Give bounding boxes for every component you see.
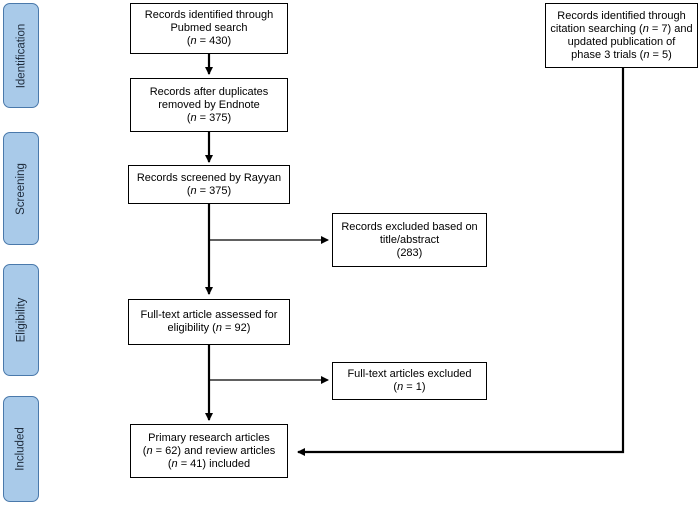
stage-identification-label: Identification	[15, 23, 28, 88]
excluded-title-count: (283)	[396, 246, 423, 259]
after-duplicates-count: (n = 375)	[186, 111, 232, 124]
box-excluded-title: Records excluded based on title/abstract…	[332, 213, 487, 267]
included-articles-line2: (n = 62) and review articles	[142, 444, 276, 457]
citation-search-line1: Records identified through	[557, 9, 686, 22]
identified-pubmed-count: (n = 430)	[186, 35, 232, 47]
box-after-duplicates: Records after duplicates removed by Endn…	[130, 78, 288, 132]
included-articles-line1: Primary research articles	[148, 431, 270, 444]
excluded-title-line1: Records excluded based on	[341, 220, 478, 233]
fulltext-assessed-line2: eligibility (n = 92)	[167, 322, 251, 334]
citation-search-line4: phase 3 trials (n = 5)	[571, 48, 672, 61]
box-fulltext-excluded: Full-text articles excluded (n = 1)	[332, 362, 487, 400]
box-citation-search: Records identified through citation sear…	[545, 3, 698, 68]
fulltext-assessed-line1: Full-text article assessed for	[140, 309, 278, 321]
stage-identification: Identification	[3, 3, 39, 108]
stage-eligibility: Eligibility	[3, 264, 39, 376]
stage-screening-label: Screening	[15, 162, 28, 215]
screened-count: (n = 375)	[186, 184, 232, 197]
fulltext-excluded-count: (n = 1)	[393, 381, 426, 393]
identified-pubmed-text: Records identified through Pubmed search	[144, 9, 274, 34]
stage-included: Included	[3, 396, 39, 502]
stage-screening: Screening	[3, 132, 39, 245]
excluded-title-line2: title/abstract	[379, 233, 440, 246]
after-duplicates-line1: Records after duplicates	[149, 85, 269, 98]
citation-search-line2: citation searching (n = 7) and	[550, 22, 693, 35]
screened-text: Records screened by Rayyan	[136, 171, 282, 184]
stage-included-label: Included	[15, 427, 28, 471]
box-identified-pubmed: Records identified through Pubmed search…	[130, 3, 288, 54]
box-included-articles: Primary research articles (n = 62) and r…	[130, 424, 288, 478]
box-screened: Records screened by Rayyan (n = 375)	[128, 165, 290, 204]
after-duplicates-line2: removed by Endnote	[158, 98, 260, 111]
citation-search-line3: updated publication of	[567, 35, 676, 48]
box-fulltext-assessed: Full-text article assessed for eligibili…	[128, 299, 290, 345]
arrow-citation-to-included	[297, 68, 625, 456]
included-articles-line3: (n = 41) included	[167, 457, 251, 470]
stage-eligibility-label: Eligibility	[15, 297, 27, 343]
fulltext-excluded-text: Full-text articles excluded	[347, 368, 472, 380]
